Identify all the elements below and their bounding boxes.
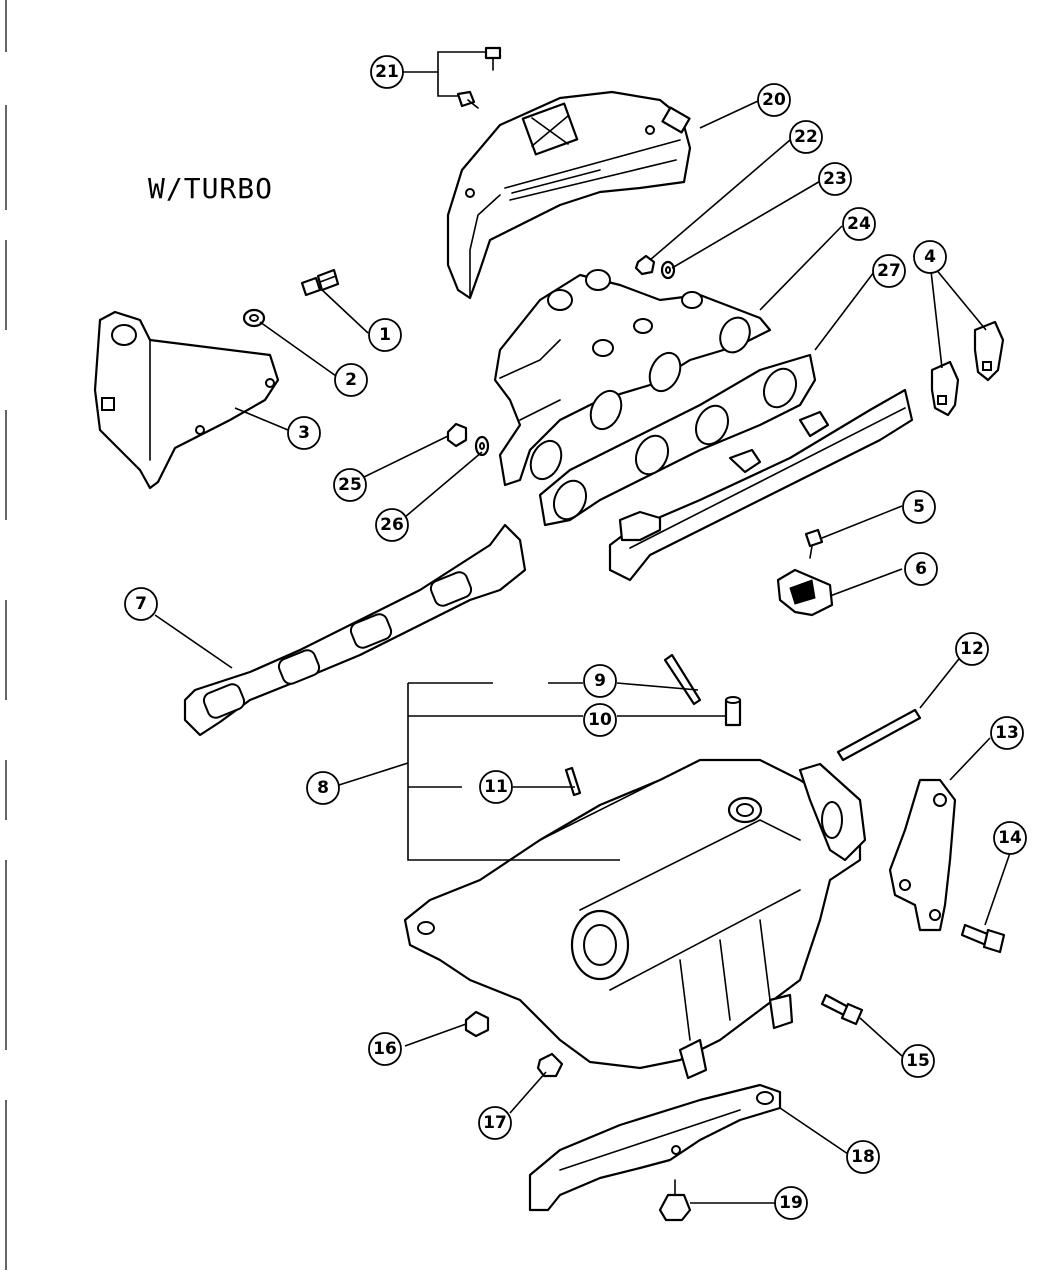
bolt-5 — [804, 528, 824, 559]
svg-text:17: 17 — [483, 1113, 507, 1133]
svg-text:21: 21 — [375, 62, 399, 82]
svg-text:25: 25 — [338, 475, 362, 495]
callout-3: 3 — [287, 416, 321, 450]
svg-text:1: 1 — [379, 325, 391, 345]
washer-23 — [660, 260, 676, 280]
svg-text:24: 24 — [847, 214, 871, 234]
variant-label: W/TURBO — [148, 172, 273, 205]
callout-12: 12 — [955, 632, 989, 666]
nut-16 — [464, 1010, 490, 1038]
pin-11 — [564, 766, 582, 797]
callout-8: 8 — [306, 771, 340, 805]
callout-17: 17 — [478, 1106, 512, 1140]
nut-17 — [536, 1052, 564, 1078]
callout-26: 26 — [375, 508, 409, 542]
callout-2: 2 — [334, 363, 368, 397]
callout-22: 22 — [789, 120, 823, 154]
rail-assembly — [608, 388, 914, 582]
callout-21: 21 — [370, 55, 404, 89]
bracket-13 — [888, 778, 957, 932]
sensor-6 — [776, 568, 834, 617]
bracket-18 — [528, 1083, 782, 1212]
callout-11: 11 — [479, 770, 513, 804]
svg-text:7: 7 — [135, 594, 147, 614]
hose-9 — [663, 653, 702, 706]
callout-18: 18 — [846, 1140, 880, 1174]
svg-text:26: 26 — [380, 515, 404, 535]
svg-text:22: 22 — [794, 127, 818, 147]
svg-text:8: 8 — [317, 778, 329, 798]
bolts-21 — [456, 46, 502, 109]
svg-text:27: 27 — [877, 261, 901, 281]
bracket-3 — [93, 310, 280, 490]
svg-text:11: 11 — [484, 777, 508, 797]
callout-5: 5 — [902, 490, 936, 524]
fitting-10 — [724, 696, 742, 727]
svg-text:5: 5 — [913, 497, 925, 517]
callout-20: 20 — [757, 83, 791, 117]
svg-text:10: 10 — [588, 710, 612, 730]
callout-4: 4 — [913, 240, 947, 274]
nut-22 — [634, 254, 656, 276]
bolt-19 — [658, 1179, 692, 1222]
callout-15: 15 — [901, 1044, 935, 1078]
callout-27: 27 — [872, 254, 906, 288]
leader-lines — [154, 51, 1011, 1204]
svg-text:4: 4 — [924, 247, 936, 267]
callout-7: 7 — [124, 587, 158, 621]
bolt-1 — [300, 268, 340, 297]
bolt-15 — [820, 993, 864, 1026]
heat-shield-20 — [446, 90, 692, 300]
svg-text:6: 6 — [915, 559, 927, 579]
callouts: 1 2 3 4 5 6 7 8 9 10 11 12 13 14 15 16 1… — [124, 55, 1027, 1220]
svg-text:16: 16 — [373, 1039, 397, 1059]
svg-text:15: 15 — [906, 1051, 930, 1071]
bolt-14 — [960, 923, 1006, 954]
exhaust-manifold-24 — [493, 269, 772, 487]
nut-25 — [446, 422, 468, 448]
callout-10: 10 — [583, 703, 617, 737]
svg-text:13: 13 — [995, 723, 1019, 743]
svg-text:2: 2 — [345, 370, 357, 390]
callout-9: 9 — [583, 664, 617, 698]
intake-gasket-7 — [183, 523, 527, 737]
clips-4 — [930, 320, 1005, 417]
washer-2 — [242, 308, 266, 328]
washer-26 — [474, 435, 490, 457]
callout-6: 6 — [904, 552, 938, 586]
stud-12 — [836, 708, 922, 762]
svg-text:14: 14 — [998, 828, 1022, 848]
callout-14: 14 — [993, 821, 1027, 855]
callout-1: 1 — [368, 318, 402, 352]
callout-24: 24 — [842, 207, 876, 241]
exhaust-gasket-27 — [538, 353, 817, 527]
callout-13: 13 — [990, 716, 1024, 750]
callout-19: 19 — [774, 1186, 808, 1220]
callout-23: 23 — [818, 162, 852, 196]
svg-text:19: 19 — [779, 1193, 803, 1213]
svg-text:12: 12 — [960, 639, 984, 659]
svg-text:9: 9 — [594, 671, 606, 691]
svg-text:23: 23 — [823, 169, 847, 189]
svg-text:18: 18 — [851, 1147, 875, 1167]
callout-16: 16 — [368, 1032, 402, 1066]
svg-text:3: 3 — [298, 423, 310, 443]
intake-manifold-8 — [403, 758, 867, 1080]
callout-25: 25 — [333, 468, 367, 502]
svg-text:20: 20 — [762, 90, 786, 110]
